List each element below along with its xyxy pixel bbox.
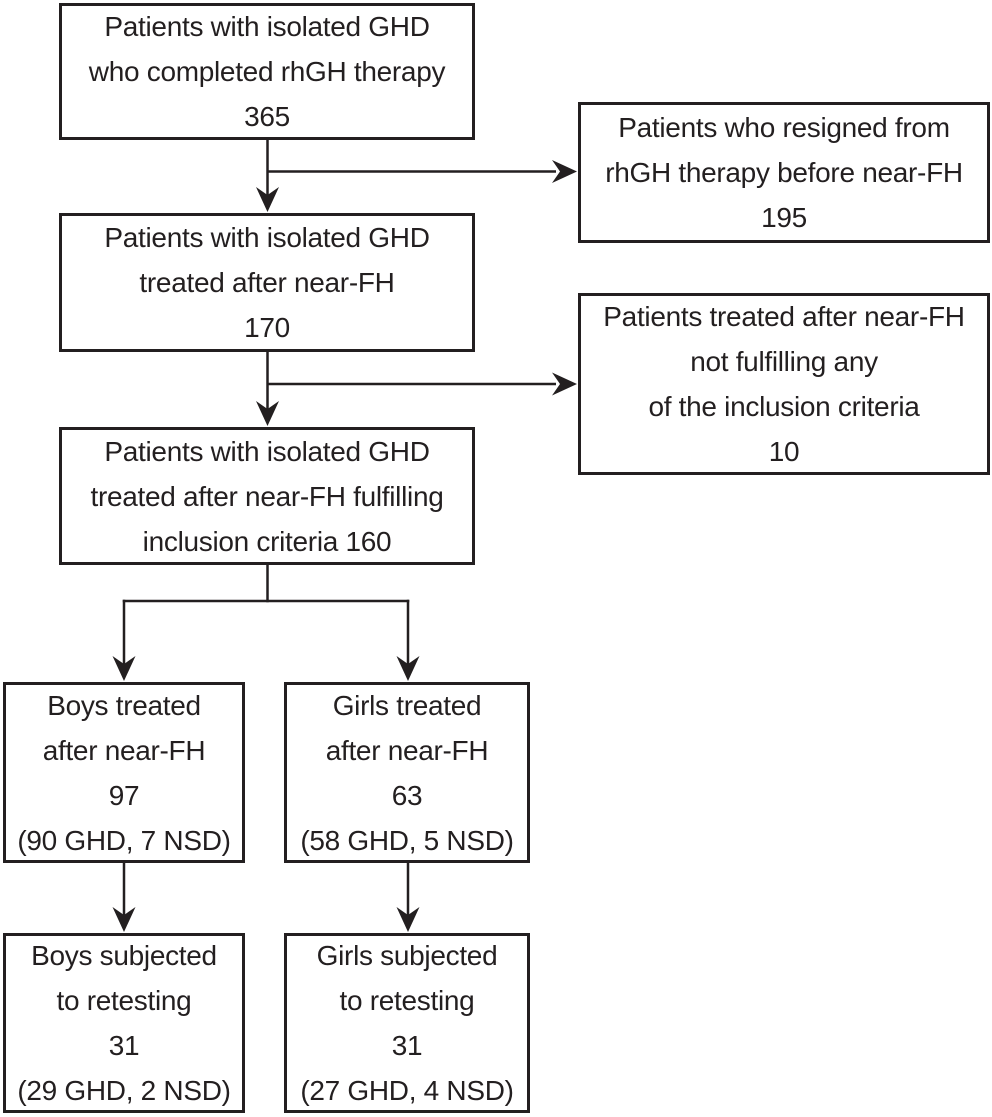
box-not-fulfilling-criteria: Patients treated after near-FH not fulfi… (578, 293, 990, 475)
box-text-line: Boys treated (47, 689, 201, 721)
box-text-line: Patients who resigned from (618, 112, 950, 143)
box-boys-retested: Boys subjected to retesting 31 (29 GHD, … (3, 933, 245, 1113)
box-text-line: Boys subjected (31, 940, 217, 971)
box-count: 63 (391, 779, 423, 811)
arrowhead-boys-to-retest (112, 907, 136, 932)
box-text-line: rhGH therapy before near-FH (605, 157, 963, 188)
box-count: 365 (244, 101, 290, 132)
box-text-line: who completed rhGH therapy (88, 56, 446, 87)
arrowhead-girls-to-retest (396, 907, 420, 932)
box-text-line: Patients treated after near-FH (603, 301, 965, 332)
arrowhead-branch-to-resigned (552, 160, 577, 183)
box-text-line: treated after near-FH fulfilling (90, 480, 444, 512)
box-subgroup: (58 GHD, 5 NSD) (300, 824, 514, 856)
box-subgroup: (29 GHD, 2 NSD) (17, 1075, 231, 1106)
box-text-line: after near-FH (42, 734, 206, 766)
box-count: 31 (391, 1030, 423, 1061)
box-girls-retested: Girls subjected to retesting 31 (27 GHD,… (284, 933, 530, 1113)
arrowhead-treated-to-fulfilling (256, 401, 279, 426)
box-boys-treated: Boys treated after near-FH 97 (90 GHD, 7… (3, 682, 245, 863)
arrowhead-split-to-boys (112, 656, 136, 681)
box-count: 195 (761, 202, 807, 233)
box-count: 170 (244, 312, 290, 343)
box-text-line: to retesting (339, 985, 475, 1016)
box-completed-rhgh-therapy: Patients with isolated GHD who completed… (59, 3, 475, 140)
box-resigned-before-near-fh: Patients who resigned from rhGH therapy … (578, 102, 990, 243)
box-text-line: of the inclusion criteria (648, 391, 920, 422)
box-subgroup: (90 GHD, 7 NSD) (17, 824, 231, 856)
box-text-line: Girls subjected (316, 940, 498, 971)
box-count: 31 (108, 1030, 140, 1061)
box-girls-treated: Girls treated after near-FH 63 (58 GHD, … (284, 682, 530, 863)
arrowhead-branch-to-notfulfilling (552, 372, 577, 396)
box-text-line: Patients with isolated GHD (104, 435, 430, 467)
box-text-line: Girls treated (332, 689, 482, 721)
box-treated-after-near-fh: Patients with isolated GHD treated after… (59, 213, 475, 352)
box-count: inclusion criteria 160 (142, 525, 392, 557)
box-text-line: treated after near-FH (139, 267, 395, 298)
box-count: 10 (768, 436, 800, 467)
box-text-line: Patients with isolated GHD (104, 222, 430, 253)
box-text-line: to retesting (56, 985, 192, 1016)
box-text-line: after near-FH (325, 734, 489, 766)
box-text-line: Patients with isolated GHD (104, 11, 430, 42)
arrowhead-completed-to-treated (256, 187, 279, 212)
arrowhead-split-to-girls (396, 656, 420, 681)
box-count: 97 (108, 779, 140, 811)
box-subgroup: (27 GHD, 4 NSD) (300, 1075, 514, 1106)
box-fulfilling-inclusion-criteria: Patients with isolated GHD treated after… (59, 427, 475, 565)
box-text-line: not fulfilling any (690, 346, 878, 377)
